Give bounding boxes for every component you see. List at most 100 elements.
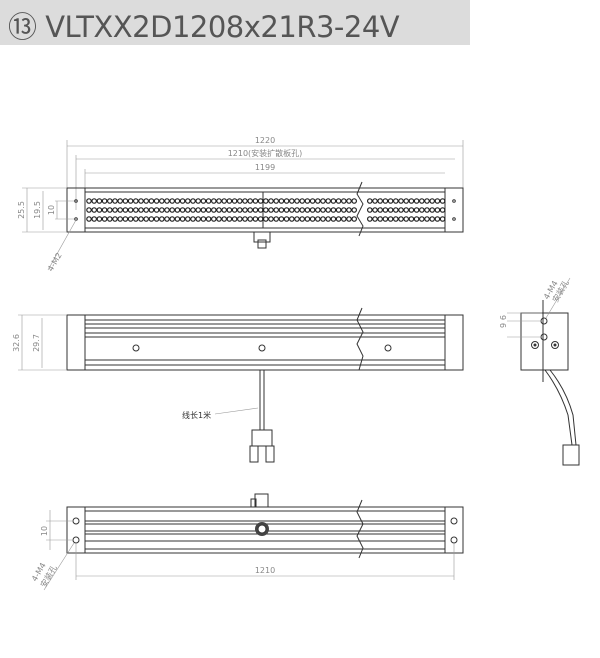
led (346, 198, 352, 204)
led (101, 198, 108, 204)
led (231, 216, 238, 222)
led (91, 207, 98, 213)
led (257, 216, 264, 222)
led (185, 207, 191, 213)
dim-height-19-5: 19.5 (33, 201, 42, 219)
led (164, 216, 170, 222)
led (117, 207, 124, 213)
led (231, 198, 238, 204)
front-view: 线长1米 32.6 29.7 (12, 307, 464, 463)
led (112, 198, 118, 204)
cable-length-label: 线长1米 (182, 410, 211, 420)
dim-6: 6 (499, 315, 508, 320)
dim-height-29-7: 29.7 (32, 334, 41, 352)
led (366, 216, 373, 222)
title-banner: ⑬ VLTXX2D1208x21R3-24V (0, 0, 470, 45)
led (434, 216, 441, 222)
led (133, 198, 139, 204)
led (96, 198, 103, 204)
led (439, 216, 446, 222)
led (148, 198, 155, 204)
led (211, 216, 217, 222)
led (216, 216, 222, 222)
led (122, 216, 129, 222)
led (112, 207, 118, 213)
dim-height-10: 10 (47, 205, 56, 215)
led (159, 198, 165, 204)
led (133, 207, 139, 213)
dim-1210-bottom: 1210 (255, 566, 275, 575)
led (340, 198, 347, 204)
led (392, 207, 399, 213)
led (408, 207, 415, 213)
led (242, 198, 248, 204)
led (372, 216, 378, 222)
led (413, 198, 420, 204)
led (335, 207, 342, 213)
led (91, 198, 98, 204)
led (216, 207, 222, 213)
led (107, 198, 113, 204)
led (252, 207, 259, 213)
led (398, 207, 404, 213)
led-array (86, 198, 446, 222)
led (413, 207, 420, 213)
led (278, 216, 285, 222)
led (262, 216, 269, 222)
led (403, 216, 410, 222)
led (351, 216, 358, 222)
led (86, 207, 92, 213)
led (314, 216, 321, 222)
led (429, 216, 436, 222)
led (268, 207, 274, 213)
led (133, 216, 139, 222)
led (185, 198, 191, 204)
led (200, 207, 207, 213)
led (174, 216, 181, 222)
led (122, 198, 129, 204)
dim-mount-length: 1210(安装扩散板孔) (228, 148, 303, 158)
led (164, 207, 170, 213)
led (294, 198, 300, 204)
led (195, 198, 202, 204)
led (221, 207, 228, 213)
led (330, 207, 337, 213)
led (190, 207, 196, 213)
led (205, 207, 212, 213)
led (403, 198, 410, 204)
led (294, 216, 300, 222)
dim-height-32-6: 32.6 (12, 334, 21, 352)
led (247, 216, 254, 222)
led (309, 216, 316, 222)
led (96, 207, 103, 213)
led (107, 207, 113, 213)
dim-total-length: 1220 (255, 136, 275, 145)
led (439, 198, 446, 204)
led (169, 198, 176, 204)
led (382, 216, 389, 222)
led (283, 216, 290, 222)
led (387, 216, 394, 222)
led (159, 216, 165, 222)
led (179, 216, 186, 222)
led (127, 216, 134, 222)
led (424, 216, 430, 222)
led (169, 207, 176, 213)
led (418, 198, 425, 204)
led (377, 216, 384, 222)
led (237, 207, 243, 213)
led (372, 207, 378, 213)
led (221, 216, 228, 222)
led (439, 207, 446, 213)
led (216, 198, 222, 204)
led (185, 216, 191, 222)
led (226, 207, 233, 213)
led (403, 207, 410, 213)
led (309, 207, 316, 213)
led (226, 198, 233, 204)
led (408, 216, 415, 222)
led (200, 198, 207, 204)
led (273, 198, 280, 204)
led (153, 198, 160, 204)
led (101, 207, 108, 213)
